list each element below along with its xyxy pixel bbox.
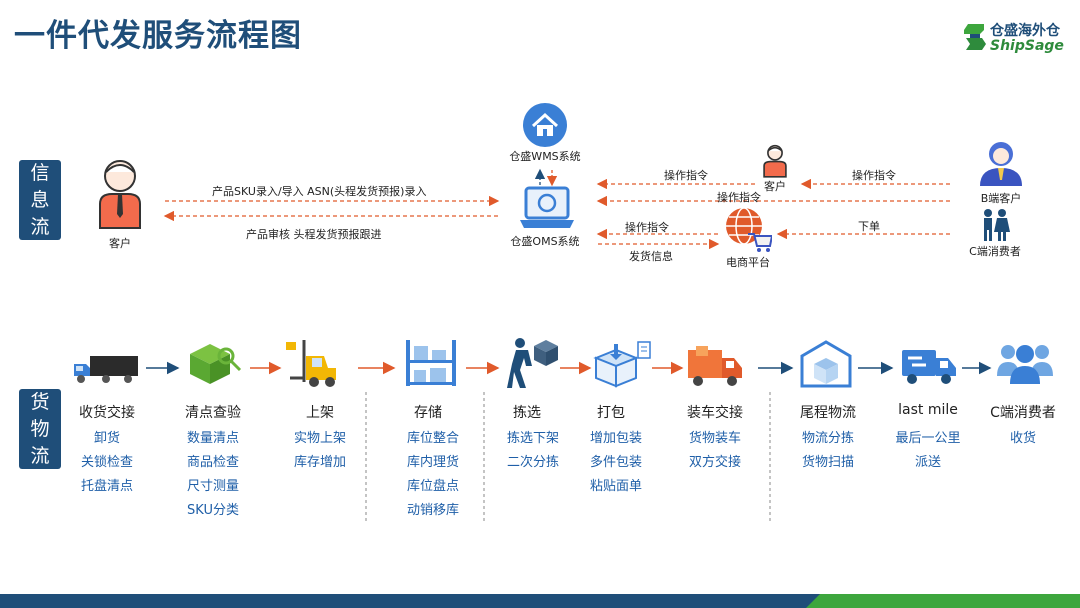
list-item: 收货 [1009,431,1036,446]
oms-label: 仓盛OMS系统 [510,235,580,248]
stage-items-pick: 拣选下架 二次分拣 [478,427,588,475]
list-item: 双方交接 [688,455,741,470]
list-item: 二次分拣 [506,455,559,470]
arrow-label-op-cmd-2: 操作指令 [852,169,896,182]
stage-items-receive: 卸货 关锁检查 托盘清点 [52,427,162,499]
stage-title-shelve: 上架 [306,405,334,421]
list-item: 尺寸测量 [186,479,239,494]
goods-flow-arrows [146,361,992,522]
stage-title-storage: 存储 [414,405,442,421]
list-item: 货物装车 [688,431,741,446]
list-item: SKU分类 [187,503,239,518]
shelf-icon [406,340,456,386]
arrow-label-sku-asn: 产品SKU录入/导入 ASN(头程发货预报)录入 [212,185,427,198]
page-title: 一件代发服务流程图 [14,18,302,54]
logo-text-en: ShipSage [990,38,1064,54]
business-client-icon [980,142,1022,186]
logo-text-cn: 仓盛海外仓 [990,23,1060,39]
list-item: 物流分拣 [801,431,854,446]
footer-accent [806,594,1080,608]
people-group-icon [997,345,1053,384]
small-customer-avatar-icon [763,144,787,178]
stage-title-last-mile: last mile [898,402,958,418]
small-customer-label: 客户 [764,180,786,193]
list-item: 粘贴面单 [589,479,642,494]
b-client-label: B端客户 [980,192,1022,205]
list-item: 库内理货 [406,455,459,470]
stage-title-pick: 拣选 [513,405,541,421]
stage-title-consumer: C端消费者 [990,405,1056,421]
forklift-icon [286,340,336,387]
wms-label: 仓盛WMS系统 [509,150,581,163]
arrow-label-op-cmd-3: 操作指令 [717,191,761,204]
list-item: 最后一公里 [895,431,961,446]
list-item: 库存增加 [293,455,346,470]
shipsage-logo-icon [964,24,986,50]
list-item: 派送 [914,455,941,470]
stage-items-inspect: 数量清点 商品检查 尺寸测量 SKU分类 [158,427,268,523]
info-flow-label: 信息流 [19,160,61,240]
stage-title-pack: 打包 [597,405,625,421]
stage-title-tail: 尾程物流 [800,405,856,421]
stage-items-storage: 库位整合 库内理货 库位盘点 动销移库 [378,427,488,523]
list-item: 增加包装 [589,431,642,446]
stage-items-pack: 增加包装 多件包装 粘贴面单 [561,427,671,499]
arrow-label-order: 下单 [858,220,880,233]
stage-title-loading: 装车交接 [687,405,743,421]
list-item: 数量清点 [186,431,239,446]
goods-flow-label: 货物流 [19,389,61,469]
home-icon [523,103,567,147]
list-item: 多件包装 [589,455,642,470]
arrow-label-op-cmd-4: 操作指令 [625,221,669,234]
list-item: 库位整合 [406,431,459,446]
list-item: 货物扫描 [801,455,854,470]
stage-items-last-mile: 最后一公里 派送 [873,427,983,475]
stage-title-inspect: 清点查验 [185,405,241,421]
stage-items-consumer: 收货 [968,427,1078,451]
truck-icon [74,356,138,383]
worker-carry-icon [507,338,558,388]
list-item: 库位盘点 [406,479,459,494]
van-icon [902,350,956,384]
customer-label: 客户 [109,237,131,250]
list-item: 托盘清点 [80,479,133,494]
arrow-label-op-cmd-1: 操作指令 [664,169,708,182]
stage-items-tail: 物流分拣 货物扫描 [773,427,883,475]
list-item: 卸货 [93,431,120,446]
box-inspect-icon [190,344,242,384]
list-item: 关锁检查 [80,455,133,470]
stage-items-loading: 货物装车 双方交接 [660,427,770,475]
list-item: 实物上架 [293,431,346,446]
consumer-couple-icon [984,209,1010,241]
customer-avatar-icon [99,160,141,229]
list-item: 动销移库 [406,503,459,518]
warehouse-icon [800,340,852,388]
c-consumer-label: C端消费者 [969,245,1021,258]
info-flow-arrows [163,168,950,250]
list-item: 商品检查 [186,455,239,470]
arrow-label-ship-info: 发货信息 [629,250,673,263]
stage-items-shelve: 实物上架 库存增加 [265,427,375,475]
arrow-label-review: 产品审核 头程发货预报跟进 [246,228,382,241]
list-item: 拣选下架 [506,431,559,446]
globe-cart-icon [726,207,772,252]
stage-title-receive: 收货交接 [79,405,135,421]
package-icon [593,341,651,388]
laptop-icon [520,186,574,228]
ecommerce-label: 电商平台 [726,256,770,269]
delivery-truck-icon [688,346,742,386]
